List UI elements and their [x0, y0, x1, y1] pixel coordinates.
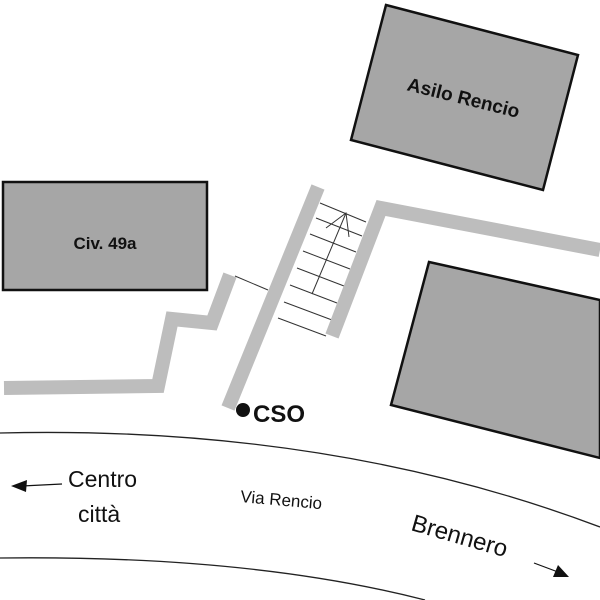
stair-up-arrow-icon [325, 212, 350, 238]
road-edge-south [0, 557, 426, 600]
building-civ-49a [1, 180, 209, 292]
walls [3, 184, 600, 411]
cso-marker-icon[interactable] [236, 403, 250, 417]
staircase [234, 202, 367, 337]
arrow-left-icon [11, 480, 63, 492]
wall-west [3, 272, 237, 395]
wall-central [221, 184, 325, 411]
road-edge-north [0, 431, 600, 528]
building-asilo-rencio [349, 3, 580, 192]
label-street-via-rencio: Via Rencio [240, 487, 323, 513]
label-cso: CSO [253, 401, 305, 428]
label-centro: Centro [68, 466, 137, 492]
building-east [389, 260, 600, 460]
label-citta: città [78, 501, 120, 527]
label-civ-49a: Civ. 49a [73, 234, 137, 253]
arrow-right-icon [533, 562, 569, 577]
wall-east [325, 200, 600, 339]
label-brennero: Brennero [408, 510, 510, 563]
